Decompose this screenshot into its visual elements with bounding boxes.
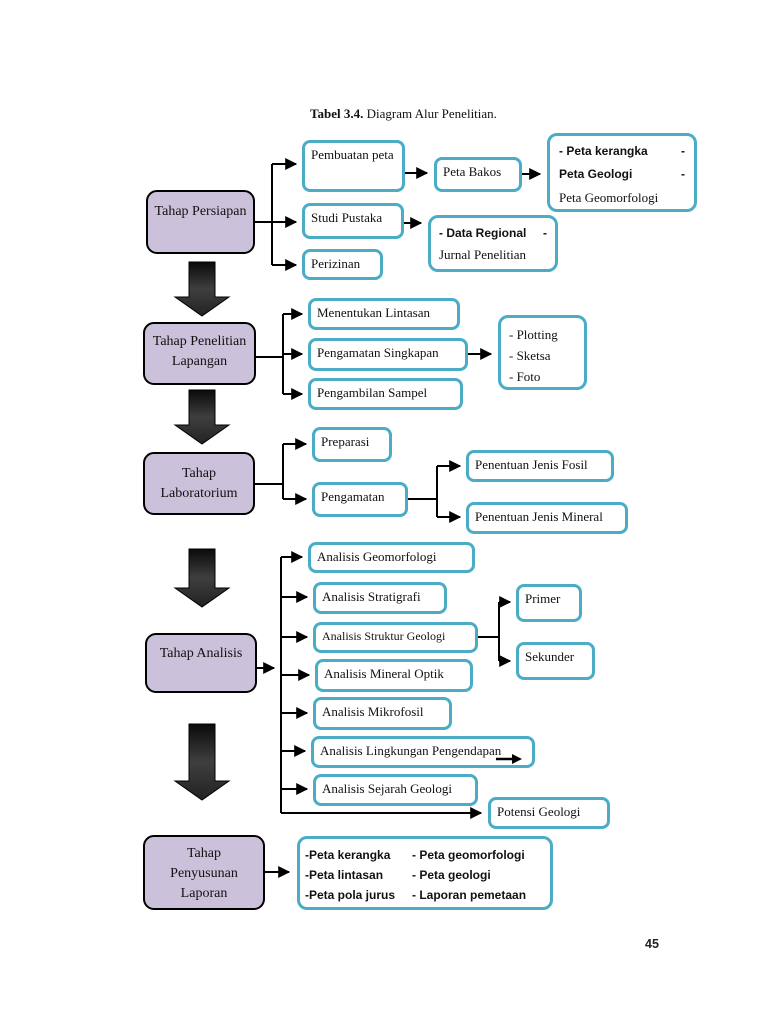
stage-tahap-persiapan: Tahap Persiapan — [146, 190, 255, 254]
list-line: - Data Regional - — [439, 222, 547, 244]
list-line: Peta Geomorfologi — [559, 190, 659, 205]
stage-tahap-penyusunan-laporan: Tahap Penyusunan Laporan — [143, 835, 265, 910]
stage-label-line: Penyusunan — [170, 866, 238, 881]
node-penentuan-jenis-mineral: Penentuan Jenis Mineral — [466, 502, 628, 534]
down-block-arrow-1 — [173, 261, 231, 317]
node-menentukan-lintasan: Menentukan Lintasan — [308, 298, 460, 330]
page-number: 45 — [645, 937, 659, 951]
stage-label-line: Lapangan — [171, 354, 228, 369]
stage-tahap-penelitian-lapangan: Tahap Penelitian Lapangan — [143, 322, 256, 385]
down-block-arrow-4 — [173, 723, 231, 801]
stage-flow-arrows — [173, 261, 231, 801]
stage-label-line: Tahap — [181, 466, 216, 481]
list-line-text: - Data Regional — [439, 226, 527, 240]
stage-label-line: Laboratorium — [160, 486, 238, 501]
stage-label-line: Tahap Penelitian — [152, 334, 247, 349]
node-analisis-lingkungan-pengendapan: Analisis Lingkungan Pengendapan — [311, 736, 535, 768]
node-analisis-struktur-geologi: Analisis Struktur Geologi — [313, 622, 478, 653]
list-line-text: - Peta kerangka — [559, 144, 648, 158]
list-line-left: -Peta kerangka — [305, 848, 391, 862]
list-line: - Foto — [509, 369, 541, 384]
stage-label-line: Tahap Analisis — [159, 646, 243, 661]
list-line: - Plotting — [509, 327, 558, 342]
right-arrow-icon — [496, 754, 522, 764]
node-analisis-sejarah-geologi: Analisis Sejarah Geologi — [313, 774, 478, 806]
node-preparasi: Preparasi — [312, 427, 392, 462]
connectors-laboratorium — [255, 438, 462, 523]
connectors-analisis — [257, 551, 512, 819]
list-line-left: -Peta lintasan — [305, 868, 384, 882]
node-pengamatan: Pengamatan — [312, 482, 408, 517]
table-caption-number: Tabel 3.4. — [310, 106, 364, 121]
list-line-right: - Laporan pemetaan — [412, 888, 527, 902]
node-data-regional: - Data Regional - Jurnal Penelitian — [428, 215, 558, 272]
node-penentuan-jenis-fosil: Penentuan Jenis Fosil — [466, 450, 614, 482]
list-line-right: - Peta geologi — [412, 868, 491, 882]
stage-label-line: Tahap Persiapan — [154, 204, 247, 219]
connectors-lapangan — [256, 308, 493, 400]
node-pembuatan-peta: Pembuatan peta — [302, 140, 405, 192]
stage-label-line: Laporan — [180, 886, 228, 901]
down-block-arrow-3 — [173, 548, 231, 608]
node-analisis-mineral-optik: Analisis Mineral Optik — [315, 659, 473, 692]
list-line: - Sketsa — [509, 348, 551, 363]
connectors-persiapan — [254, 158, 542, 271]
node-potensi-geologi: Potensi Geologi — [488, 797, 610, 829]
node-sekunder: Sekunder — [516, 642, 595, 680]
list-line-right: - Peta geomorfologi — [412, 848, 525, 862]
node-laporan-output-list: -Peta kerangka - Peta geomorfologi -Peta… — [297, 836, 553, 910]
node-primer: Primer — [516, 584, 582, 622]
node-peta-bakos: Peta Bakos — [434, 157, 522, 192]
table-caption: Tabel 3.4. Diagram Alur Penelitian. — [310, 106, 497, 122]
node-studi-pustaka: Studi Pustaka — [302, 203, 404, 239]
list-line: -Peta lintasan - Peta geologi — [305, 865, 545, 885]
list-line: Jurnal Penelitian — [439, 247, 527, 262]
table-caption-text: Diagram Alur Penelitian. — [363, 106, 497, 121]
node-label: Analisis Lingkungan Pengendapan — [320, 743, 502, 758]
list-line-dash: - — [681, 167, 685, 181]
stage-tahap-laboratorium: Tahap Laboratorium — [143, 452, 255, 515]
list-line: Peta Geologi - — [559, 163, 685, 186]
list-line-text: Peta Geologi — [559, 167, 633, 181]
node-analisis-geomorfologi: Analisis Geomorfologi — [308, 542, 475, 573]
stage-tahap-analisis: Tahap Analisis — [145, 633, 257, 693]
list-line: -Peta pola jurus - Laporan pemetaan — [305, 885, 545, 905]
node-pengambilan-sampel: Pengambilan Sampel — [308, 378, 463, 410]
node-peta-output-list: - Peta kerangka - Peta Geologi - Peta Ge… — [547, 133, 697, 212]
node-analisis-mikrofosil: Analisis Mikrofosil — [313, 697, 452, 730]
list-line-dash: - — [543, 226, 547, 240]
node-analisis-stratigrafi: Analisis Stratigrafi — [313, 582, 447, 614]
list-line: -Peta kerangka - Peta geomorfologi — [305, 845, 545, 865]
node-dokumentasi-list: - Plotting - Sketsa - Foto — [498, 315, 587, 390]
stage-label-line: Tahap — [186, 846, 221, 861]
node-pengamatan-singkapan: Pengamatan Singkapan — [308, 338, 468, 371]
list-line-left: -Peta pola jurus — [305, 888, 396, 902]
down-block-arrow-2 — [173, 389, 231, 445]
list-line-dash: - — [681, 144, 685, 158]
node-perizinan: Perizinan — [302, 249, 383, 280]
list-line: - Peta kerangka - — [559, 140, 685, 163]
